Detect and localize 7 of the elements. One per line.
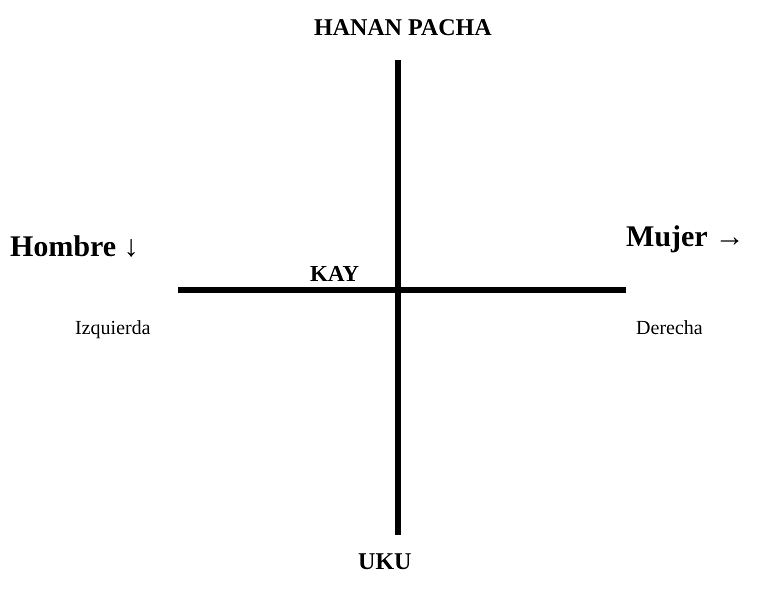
heading: HANAN PACHA [314,16,492,40]
side-label: Mujer → [626,222,745,252]
center-label: KAY [310,262,359,285]
side-label: Hombre ↓ [10,232,139,262]
direction-label: Derecha [636,318,703,338]
direction-label: Izquierda [75,318,151,338]
bottom-label: UKU [358,550,412,574]
